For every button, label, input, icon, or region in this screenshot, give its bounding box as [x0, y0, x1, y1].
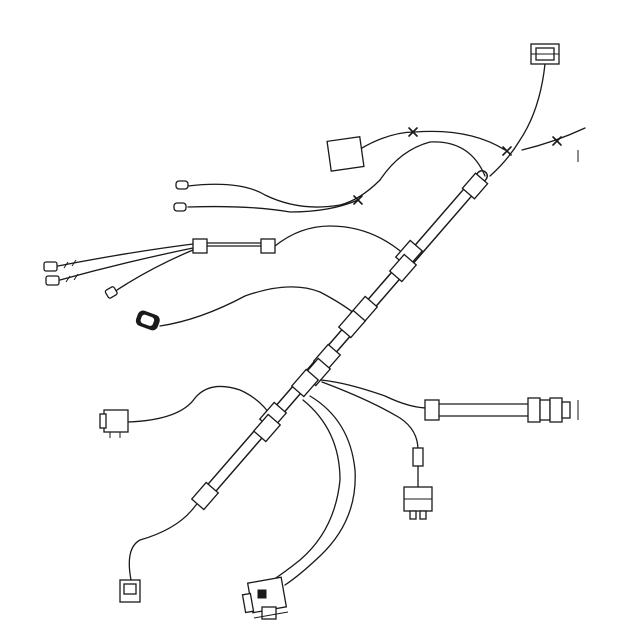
wire-ring-terminal-2	[187, 199, 359, 213]
wire-relay-1	[284, 395, 356, 586]
top-connector	[530, 43, 560, 65]
cut-marks	[353, 127, 562, 205]
trunk-clip-1	[461, 172, 489, 200]
cut-mark-3	[552, 136, 562, 146]
small-terminal-a	[43, 261, 58, 272]
small-terminal-b	[45, 275, 60, 286]
wire-terminal-b	[59, 247, 194, 281]
plug-connector	[135, 310, 160, 331]
wire-terminal-c	[113, 249, 194, 293]
wire-to-module	[361, 130, 506, 151]
ring-terminal-2	[173, 202, 187, 212]
wire-bottom-left	[128, 497, 204, 581]
down-right-connector	[403, 447, 433, 520]
relay-connector	[241, 576, 289, 620]
wire-fuse-to-trunk	[274, 225, 406, 256]
wire-right-branch	[319, 379, 429, 409]
main-trunk	[197, 170, 488, 504]
bottom-left-connector	[119, 579, 141, 603]
wire-top-connector	[489, 63, 546, 177]
cut-mark-2	[502, 146, 512, 156]
wire-ring-terminal-1	[187, 179, 381, 208]
trunk-clip-10	[252, 413, 282, 443]
left-square-connector	[99, 409, 129, 438]
trunk-clip-11	[190, 481, 220, 511]
wire-left-connector	[127, 385, 273, 423]
trunk-clip-5	[337, 309, 367, 339]
trunk-clip-8	[290, 368, 320, 398]
module-box	[326, 136, 365, 172]
right-branch-sleeve	[424, 397, 571, 423]
cut-mark-1	[408, 127, 418, 137]
ring-terminal-1	[175, 180, 189, 190]
fuse-holder	[192, 238, 276, 254]
dashed-ticks	[63, 259, 79, 283]
trunk-clip-3	[388, 253, 418, 283]
wire-plug	[159, 286, 361, 327]
wire-down-connector	[321, 381, 419, 451]
wire-right-stub	[521, 127, 586, 151]
wire-upper-loop	[379, 141, 486, 181]
wire-relay-2	[269, 399, 341, 583]
trunk-clips	[190, 172, 489, 511]
small-terminal-c	[104, 286, 118, 299]
